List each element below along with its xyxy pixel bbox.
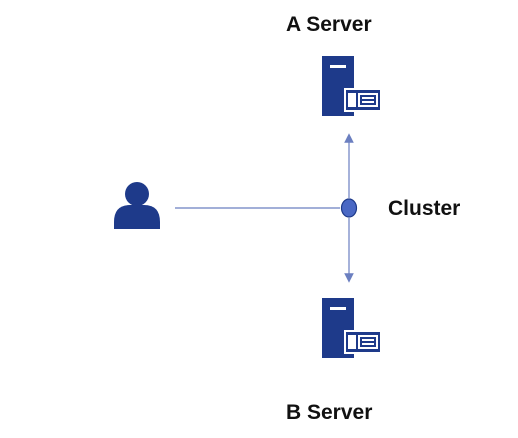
server-icon[interactable]	[322, 56, 382, 116]
server-a-label: A Server	[286, 13, 372, 36]
user-icon[interactable]	[114, 182, 160, 229]
cluster-label: Cluster	[388, 197, 461, 220]
cluster-node-dot[interactable]	[340, 198, 358, 218]
server-icon[interactable]	[322, 298, 382, 358]
server-b-label: B Server	[286, 401, 373, 424]
